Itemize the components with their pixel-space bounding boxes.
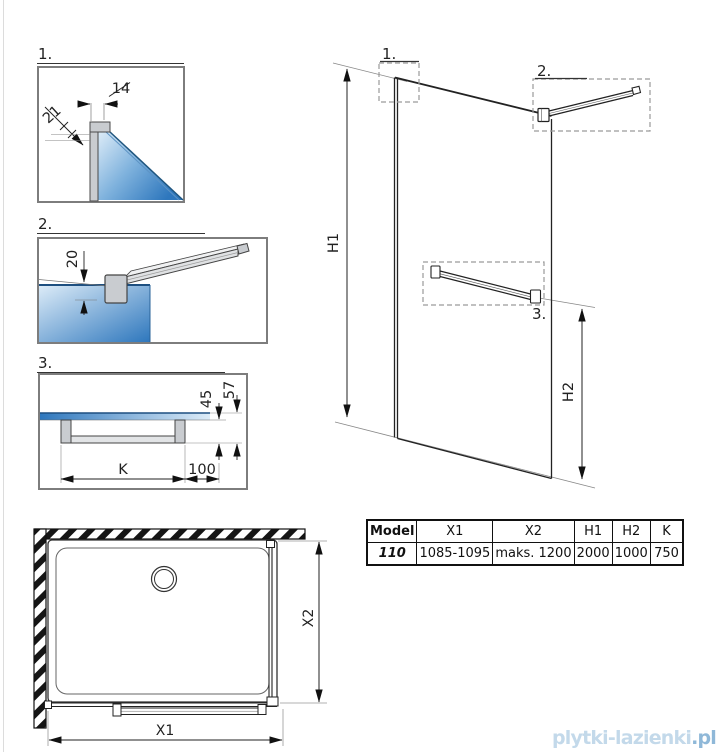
cell-x1: 1085-1095 bbox=[416, 542, 494, 566]
dim-21 bbox=[44, 106, 91, 146]
spec-table-data-row: 110 1085-1095 maks. 1200 2000 1000 750 bbox=[366, 542, 684, 566]
dim-h2-label: H2 bbox=[561, 382, 577, 402]
detail-2-label: 2. bbox=[37, 216, 205, 234]
glass-panels-plan bbox=[44, 540, 279, 709]
col-header-h1: H1 bbox=[573, 519, 613, 543]
watermark-tld: .pl bbox=[691, 727, 717, 749]
col-header-model: Model bbox=[366, 519, 418, 543]
detail-1-wall-profile-drawing: 14 21 bbox=[37, 66, 185, 203]
support-arm bbox=[537, 85, 642, 123]
detail-3-number: 3. bbox=[38, 354, 53, 372]
dim-h1-label: H1 bbox=[326, 233, 342, 253]
watermark-name: plytki-lazienki bbox=[551, 727, 692, 749]
cell-h1: 2000 bbox=[573, 542, 613, 566]
towel-bar bbox=[430, 265, 542, 304]
col-header-x1: X1 bbox=[416, 519, 494, 543]
dim-lines bbox=[60, 395, 242, 483]
dim-x2 bbox=[278, 540, 327, 704]
drain bbox=[150, 565, 178, 593]
elevation-drawing: 1. 2. 3. H1 H2 bbox=[326, 45, 651, 489]
cell-model: 110 bbox=[366, 542, 418, 566]
callout-boxes bbox=[378, 62, 651, 306]
wall-profile bbox=[89, 121, 111, 202]
col-header-k: K bbox=[649, 519, 684, 543]
dim-14 bbox=[77, 82, 131, 121]
glass-pane bbox=[98, 131, 184, 201]
cell-x2: maks. 1200 bbox=[492, 542, 575, 566]
dim-x1 bbox=[47, 709, 284, 746]
elevation-callout-3: 3. bbox=[532, 305, 546, 323]
col-header-x2: X2 bbox=[492, 519, 575, 543]
glass-clamp bbox=[104, 274, 128, 304]
dim-x2-label: X2 bbox=[301, 609, 317, 628]
spec-table: Model X1 X2 H1 H2 K 110 1085-1095 maks. … bbox=[366, 519, 685, 566]
dim-k-label: K bbox=[118, 462, 128, 478]
detail-3-frame bbox=[38, 373, 248, 490]
detail-2-support-arm-drawing: 20 bbox=[37, 237, 268, 344]
towel-bar bbox=[60, 419, 186, 444]
spec-table-header-row: Model X1 X2 H1 H2 K bbox=[366, 519, 684, 543]
shower-tray bbox=[47, 539, 278, 703]
extension-line bbox=[38, 279, 108, 287]
cell-h2: 1000 bbox=[611, 542, 651, 566]
elevation-callout-1: 1. bbox=[382, 45, 396, 63]
watermark: plytki-lazienki.pl bbox=[551, 727, 717, 749]
glass-pane bbox=[40, 412, 210, 421]
dim-20-label: 20 bbox=[65, 250, 81, 268]
elevation-callout-2: 2. bbox=[537, 62, 551, 80]
cell-k: 750 bbox=[649, 542, 684, 566]
dim-100-label: 100 bbox=[188, 462, 216, 478]
plan-view-drawing: X2 X1 bbox=[33, 528, 327, 746]
dim-45-label: 45 bbox=[199, 390, 215, 408]
scan-edge-line bbox=[3, 0, 4, 752]
dim-57-label: 57 bbox=[222, 381, 238, 399]
dim-x1-label: X1 bbox=[156, 723, 175, 739]
support-arm bbox=[104, 242, 250, 304]
detail-2-number: 2. bbox=[38, 215, 53, 233]
arm-clamp bbox=[537, 107, 550, 123]
detail-3-towel-bar-drawing: 45 57 K 100 bbox=[38, 373, 248, 490]
dim-20 bbox=[75, 251, 97, 315]
towel-bar-plan bbox=[112, 703, 267, 717]
dim-14-label: 14 bbox=[112, 81, 130, 97]
detail-1-number: 1. bbox=[38, 45, 53, 63]
col-header-h2: H2 bbox=[611, 519, 651, 543]
glass-panel bbox=[393, 76, 553, 480]
extension-lines bbox=[332, 62, 596, 489]
detail-1-label: 1. bbox=[37, 46, 184, 64]
detail-3-label: 3. bbox=[37, 355, 225, 373]
glass-pane bbox=[39, 284, 151, 342]
walls-hatched bbox=[33, 528, 306, 729]
